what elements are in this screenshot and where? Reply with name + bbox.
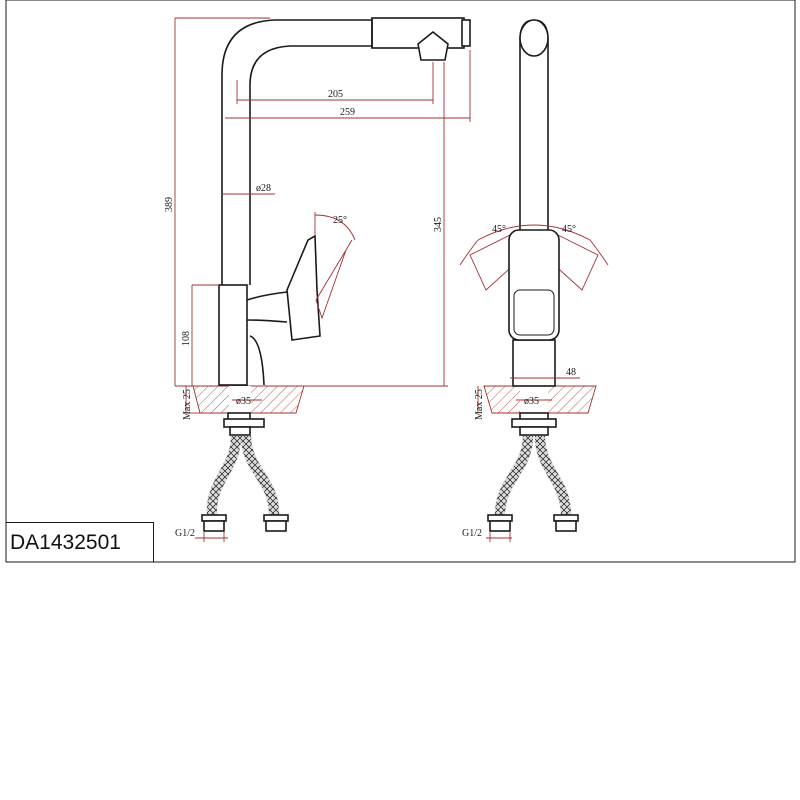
dim-base-height: 108 <box>181 331 192 346</box>
front-view: 45° 45° 48 Max 25 ø35 G1/2 <box>459 19 609 542</box>
dim-handle-angle: 25° <box>333 215 347 226</box>
side-view: 205 259 389 345 ø28 25° 108 Max 25 ø35 G… <box>164 17 471 542</box>
dim-body-diameter: ø28 <box>256 183 271 194</box>
dim-connection-right: G1/2 <box>462 528 482 539</box>
model-code: DA1432501 <box>10 531 121 554</box>
dim-spout-height: 345 <box>433 217 444 232</box>
dim-total-height: 389 <box>164 197 175 212</box>
handle-left <box>286 234 321 341</box>
hose-left-b <box>241 435 280 516</box>
dim-connection-left: G1/2 <box>175 528 195 539</box>
dim-rotation-right: 45° <box>562 224 576 235</box>
dim-spout-reach: 205 <box>328 89 343 100</box>
dim-mount-diameter-right: ø35 <box>524 396 539 407</box>
dim-mount-diameter-left: ø35 <box>236 396 251 407</box>
dim-max-mount-left: Max 25 <box>182 389 193 420</box>
handle-front <box>508 229 560 341</box>
dim-max-mount-right: Max 25 <box>474 389 485 420</box>
hose-right-a <box>495 435 533 516</box>
hose-right-b <box>535 435 571 516</box>
dim-total-reach: 259 <box>340 107 355 118</box>
dim-rotation-left: 45° <box>492 224 506 235</box>
model-code-box <box>6 522 154 562</box>
hose-left-a <box>206 435 241 516</box>
spout-tube <box>221 19 372 285</box>
dim-base-width: 48 <box>566 367 576 378</box>
faucet-body <box>218 284 248 386</box>
drawing-frame <box>5 0 796 563</box>
